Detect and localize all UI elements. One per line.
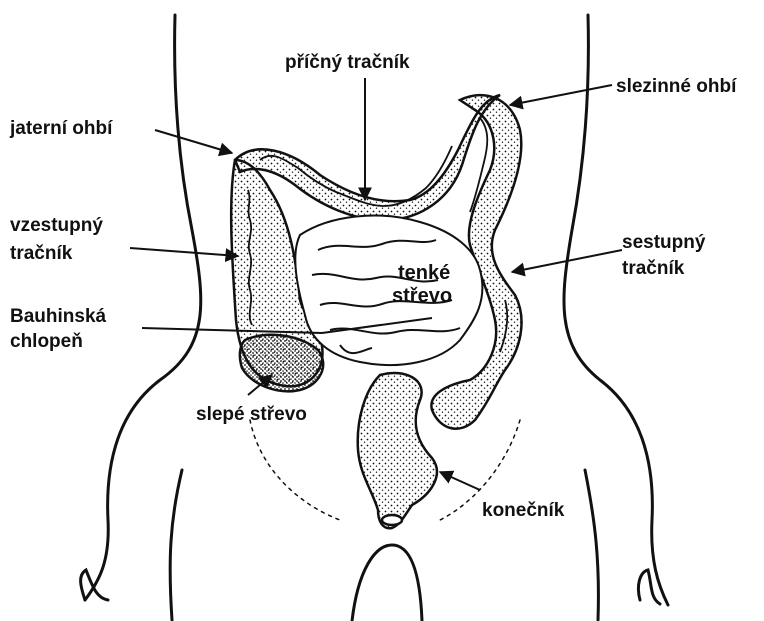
left-outer-contour	[170, 470, 182, 620]
left-hip-curve	[250, 420, 340, 520]
leader-konecnik	[440, 472, 480, 490]
label-konecnik: konečník	[482, 500, 564, 522]
label-pricny-tracnik: příčný tračník	[285, 52, 410, 74]
small-intestine	[295, 216, 482, 365]
legs-arch	[352, 545, 422, 621]
label-sestupny-line1: sestupný	[622, 232, 705, 254]
label-jaterni-ohbi: jaterní ohbí	[10, 118, 112, 140]
leader-jaterni	[155, 130, 232, 153]
rectum	[358, 373, 437, 528]
label-tenke-line1: tenké	[398, 262, 450, 285]
label-tenke-line2: střevo	[392, 285, 452, 308]
label-bauhinska-line1: Bauhinská	[10, 306, 106, 328]
label-vzestupny-line1: vzestupný	[10, 215, 103, 237]
label-bauhinska-line2: chlopeň	[10, 331, 83, 353]
leader-slezinne	[510, 85, 612, 105]
right-torso-line	[564, 15, 668, 605]
label-slezinne-ohbi: slezinné ohbí	[616, 76, 736, 98]
label-sestupny-line2: tračník	[622, 258, 684, 280]
right-outer-contour	[585, 470, 598, 620]
rectum-anus	[382, 515, 402, 525]
label-vzestupny-line2: tračník	[10, 243, 72, 265]
label-slepe-strevo: slepé střevo	[196, 404, 307, 426]
leader-vzestupny	[130, 248, 238, 256]
